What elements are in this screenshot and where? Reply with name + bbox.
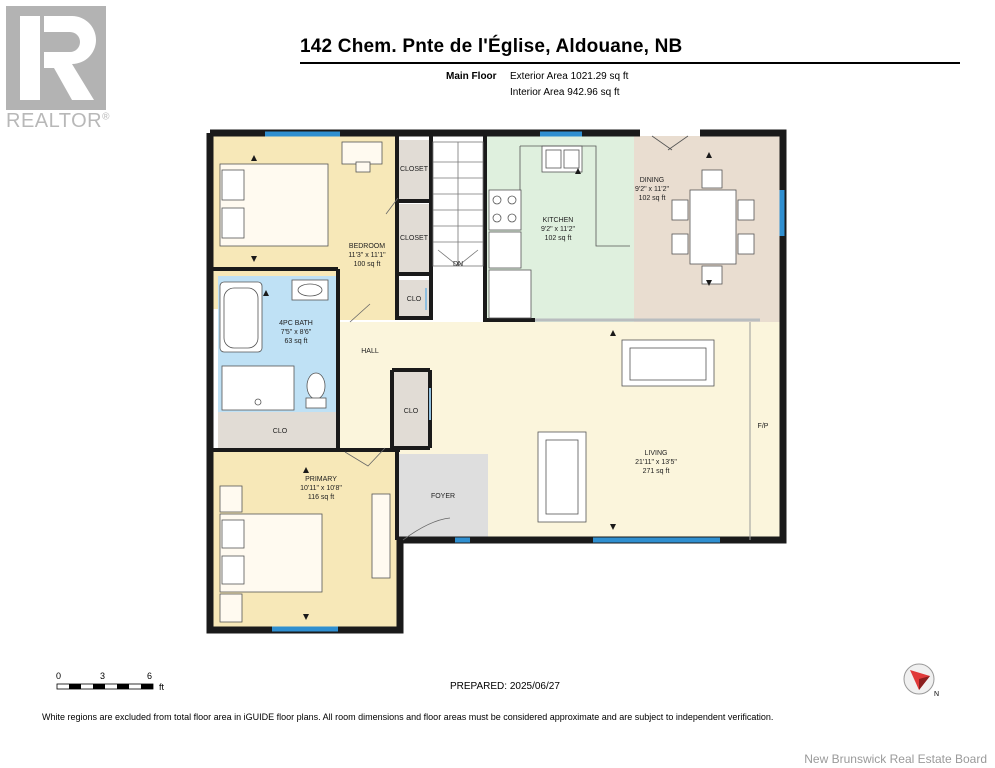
fireplace-label: F/P xyxy=(758,423,769,430)
hall-label: HALL xyxy=(361,348,379,355)
closet-upper xyxy=(397,140,431,200)
bath-dims: 7'5" x 8'6" xyxy=(281,329,312,336)
scale-unit: ft xyxy=(159,682,165,692)
bath-closet-label: CLO xyxy=(273,428,288,435)
closet-label-2: CLOSET xyxy=(400,235,429,242)
bath-area: 63 sq ft xyxy=(285,338,308,345)
living-name: LIVING xyxy=(645,450,668,457)
dining-area: 102 sq ft xyxy=(639,195,666,202)
dining-table xyxy=(689,189,737,265)
primary-dims: 10'11" x 10'8" xyxy=(300,485,342,492)
bath-name: 4PC BATH xyxy=(279,320,313,327)
living-area: 271 sq ft xyxy=(643,468,670,475)
scale-tick-3: 3 xyxy=(100,672,105,681)
hall-clo-room xyxy=(394,372,428,446)
listing-address-title: 142 Chem. Pnte de l'Église, Aldouane, NB xyxy=(300,36,683,57)
floor-label: Main Floor xyxy=(446,71,497,82)
stairs-down-label: DN xyxy=(453,261,463,268)
bedroom-area: 100 sq ft xyxy=(354,261,381,268)
closet-lower xyxy=(397,204,431,272)
kitchen-dims: 9'2" x 11'2" xyxy=(541,226,575,233)
exterior-area: Exterior Area 1021.29 sq ft xyxy=(510,71,629,82)
bedroom-dims: 11'3" x 11'1" xyxy=(348,252,386,259)
kitchen-name: KITCHEN xyxy=(543,217,574,224)
primary-area: 116 sq ft xyxy=(308,494,334,501)
interior-area: Interior Area 942.96 sq ft xyxy=(510,87,620,98)
compass-icon: N xyxy=(903,663,939,698)
scale-tick-6: 6 xyxy=(147,672,152,681)
prepared-date: PREPARED: 2025/06/27 xyxy=(450,681,560,692)
realtor-logo-text: REALTOR® xyxy=(6,110,110,132)
dining-name: DINING xyxy=(640,177,665,184)
bath-closet xyxy=(218,412,338,450)
scale-bar: 0 3 6 ft xyxy=(56,672,165,692)
title-divider xyxy=(300,62,960,64)
hall-closet-label: CLO xyxy=(404,408,419,415)
scale-tick-0: 0 xyxy=(56,672,61,681)
primary-name: PRIMARY xyxy=(305,476,337,483)
bedroom-lower-ext xyxy=(338,260,397,320)
compass-n-label: N xyxy=(934,691,939,698)
foyer-label: FOYER xyxy=(431,493,455,500)
bedroom-name: BEDROOM xyxy=(349,243,385,250)
kitchen-area: 102 sq ft xyxy=(545,235,572,242)
disclaimer-text: White regions are excluded from total fl… xyxy=(42,712,774,722)
realtor-logo-icon xyxy=(6,6,106,110)
foyer-room xyxy=(397,454,488,540)
clo-small-label: CLO xyxy=(407,296,422,303)
dining-dims: 9'2" x 11'2" xyxy=(635,186,669,193)
board-credit: New Brunswick Real Estate Board xyxy=(804,752,987,766)
living-dims: 21'11" x 13'5" xyxy=(635,459,677,466)
closet-label-1: CLOSET xyxy=(400,166,429,173)
